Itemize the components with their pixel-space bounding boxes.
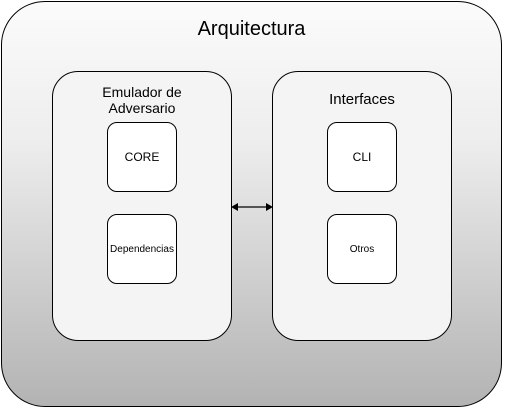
architecture-container: Arquitectura Emulador de Adversario CORE… xyxy=(1,1,502,407)
core-box: CORE xyxy=(107,122,177,192)
interfaces-panel: Interfaces CLI Otros xyxy=(272,71,452,341)
cli-label: CLI xyxy=(352,150,372,164)
dependencies-label: Dependencias xyxy=(110,243,174,255)
cli-box: CLI xyxy=(327,122,397,192)
others-box: Otros xyxy=(327,214,397,284)
adversary-emulator-title: Emulador de Adversario xyxy=(102,84,182,116)
bidirectional-arrow-icon xyxy=(231,203,273,211)
adversary-emulator-panel: Emulador de Adversario CORE Dependencias xyxy=(52,71,232,341)
dependencies-box: Dependencias xyxy=(107,214,177,284)
core-label: CORE xyxy=(124,150,160,164)
diagram-title: Arquitectura xyxy=(197,18,306,40)
others-label: Otros xyxy=(349,243,375,255)
interfaces-title: Interfaces xyxy=(329,91,395,108)
